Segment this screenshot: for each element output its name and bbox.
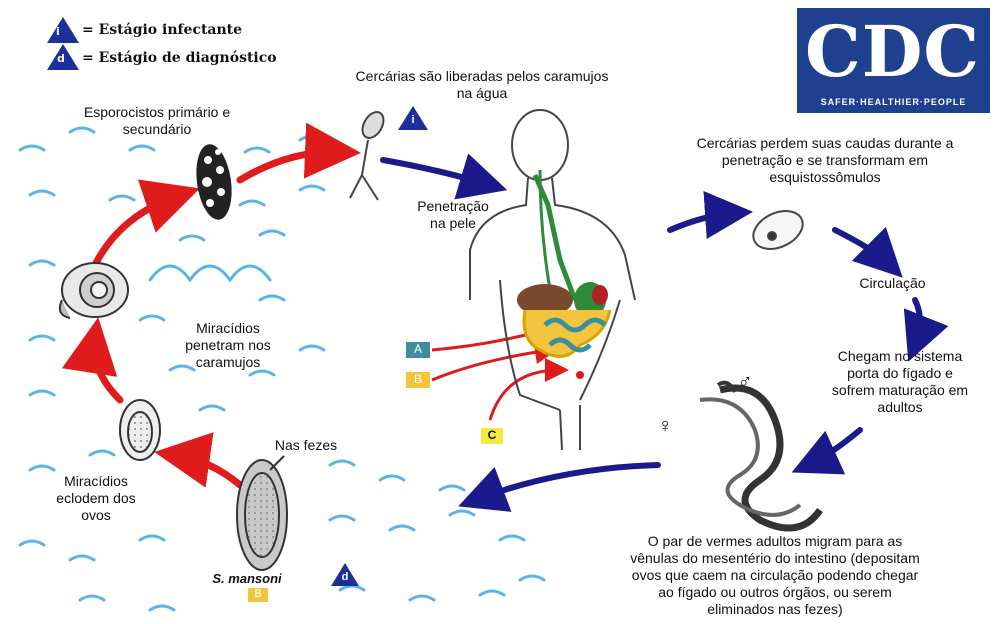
label-cercariae-lose-tails: Cercárias perdem suas caudas durante a p… [660, 135, 990, 186]
tag-b-egg: B [248, 586, 268, 603]
label-skin-penetration: Penetração na pele [398, 198, 508, 232]
egg-illustration [237, 456, 287, 570]
diagnostic-stage-badge: d [335, 569, 355, 586]
tag-a: A [406, 341, 430, 358]
adult-worms-illustration [700, 383, 820, 528]
male-symbol: ♂ [735, 374, 755, 391]
sporocyst-illustration [192, 142, 236, 222]
diagnostic-badge-letter: d [57, 52, 65, 65]
infectious-badge-letter: i [56, 25, 60, 38]
legend-diagnostic-label: = Estágio de diagnóstico [82, 50, 277, 66]
label-sporocysts: Esporocistos primário e secundário [52, 104, 262, 138]
schistosomulum-illustration [747, 204, 808, 257]
label-in-feces: Nas fezes [256, 437, 356, 454]
cdc-tagline: SAFER·HEALTHIER·PEOPLE [797, 97, 990, 107]
cdc-logo-text: CDC [805, 10, 980, 94]
infectious-stage-badge: i [403, 112, 423, 129]
tag-c: C [481, 427, 503, 444]
label-miracidia-hatch: Miracídios eclodem dos ovos [46, 473, 146, 524]
stage-tags [248, 342, 503, 602]
label-cercariae-released: Cercárias são liberadas pelos caramujos … [322, 68, 642, 102]
label-portal-system: Chegam no sistema porta do fígado e sofr… [810, 348, 990, 416]
label-adult-pair: O par de vermes adultos migram para as v… [560, 533, 990, 618]
label-miracidia-penetrate: Miracídios penetram nos caramujos [168, 320, 288, 371]
female-symbol: ♀ [655, 418, 675, 435]
label-circulation: Circulação [840, 275, 945, 292]
human-body [470, 110, 635, 450]
label-species: S. mansoni [197, 570, 297, 587]
cdc-logo: CDC SAFER·HEALTHIER·PEOPLE [797, 8, 990, 113]
tag-b: B [406, 371, 430, 388]
cercaria-illustration [350, 108, 388, 200]
legend-infectious-label: = Estágio infectante [82, 22, 242, 38]
miracidium-illustration [120, 400, 160, 460]
digestive-system [517, 170, 610, 379]
snail-illustration [60, 263, 128, 318]
